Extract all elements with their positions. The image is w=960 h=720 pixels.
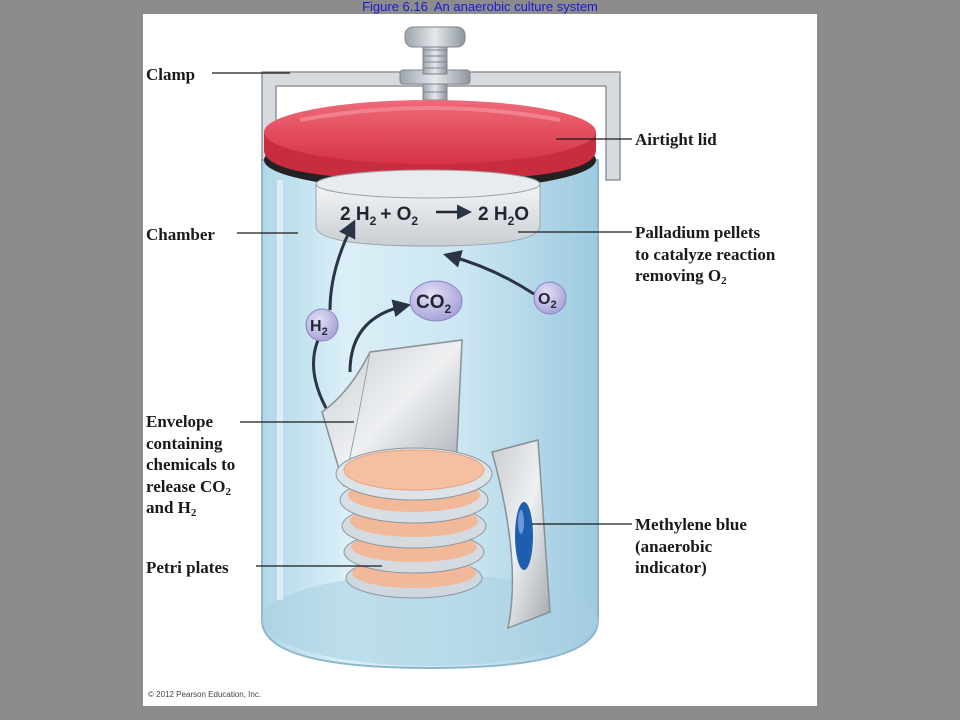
envelope-line-5: and H2 [146, 497, 235, 519]
equation-plus: + O [380, 204, 411, 225]
leader-lines [212, 72, 632, 567]
envelope-line-2: containing [146, 433, 223, 453]
methylene-line-2: (anaerobic [635, 536, 713, 556]
h2-arrow [328, 219, 356, 311]
co2-molecule: CO2 [409, 280, 463, 322]
envelope-line-5-sub: 2 [190, 507, 197, 519]
o2-label: O [538, 291, 550, 308]
envelope-line-4: release CO2 [146, 476, 235, 498]
o2-arrow [443, 250, 535, 296]
h2-molecule: H2 [305, 308, 339, 342]
methylene-blue-indicator [491, 439, 551, 630]
label-airtight-lid: Airtight lid [635, 129, 717, 151]
h2-label: H [310, 318, 322, 335]
envelope-to-h2-arrow [312, 339, 328, 409]
figure-title: An anaerobic culture system [433, 0, 598, 14]
methylene-line-3: indicator) [635, 558, 707, 577]
label-envelope: Envelope containing chemicals to release… [146, 411, 235, 519]
palladium-line-1: Palladium pellets [635, 223, 761, 242]
label-chamber: Chamber [146, 224, 215, 246]
co2-label: CO [416, 292, 445, 313]
petri-plate [335, 447, 493, 501]
co2-sub: 2 [445, 302, 452, 316]
o2-sub: 2 [550, 299, 556, 311]
equation-left: 2 H [340, 204, 370, 225]
label-petri-plates: Petri plates [146, 557, 229, 579]
palladium-line-3: removing O2 [635, 265, 775, 287]
svg-text:CO2: CO2 [416, 292, 452, 316]
reaction-product: 2 H2O [478, 204, 529, 228]
palladium-pellets: 2 H2+ O2 2 H2O [315, 169, 541, 247]
co2-arrow [348, 299, 412, 373]
palladium-line-3-text: removing O [635, 266, 722, 285]
figure-number: Figure 6.16 [362, 0, 428, 14]
svg-text:H2: H2 [310, 318, 328, 338]
envelope-line-4-sub: 2 [225, 485, 231, 498]
airtight-lid-text: Airtight lid [635, 130, 717, 149]
palladium-sub: 2 [721, 275, 727, 287]
copyright-notice: © 2012 Pearson Education, Inc. [148, 690, 262, 699]
label-clamp: Clamp [146, 64, 195, 86]
clamp-text: Clamp [146, 65, 196, 84]
h2-sub: 2 [322, 326, 328, 338]
o2-molecule: O2 [533, 281, 567, 315]
equation-plus-sub: 2 [411, 214, 418, 228]
equation-right-sub: 2 [508, 214, 515, 228]
figure-caption: Figure 6.16 An anaerobic culture system [143, 0, 817, 14]
label-methylene-blue: Methylene blue (anaerobic indicator) [635, 514, 747, 579]
envelope-line-4-text: release CO [146, 476, 226, 496]
equation-right-tail: O [514, 204, 529, 225]
equation-right: 2 H [478, 204, 508, 225]
chamber-text: Chamber [146, 225, 215, 244]
petri-plates-text: Petri plates [146, 558, 229, 577]
label-palladium-pellets: Palladium pellets to catalyze reaction r… [635, 222, 775, 287]
equation-left-sub: 2 [370, 214, 377, 228]
envelope-line-3: chemicals to [146, 455, 236, 474]
palladium-line-2: to catalyze reaction [635, 244, 776, 264]
svg-text:O2: O2 [538, 291, 557, 311]
envelope-line-5-text: and H [146, 498, 191, 517]
envelope-line-1: Envelope [146, 412, 214, 431]
methylene-line-1: Methylene blue [635, 515, 747, 534]
petri-plate-stack [335, 447, 493, 599]
